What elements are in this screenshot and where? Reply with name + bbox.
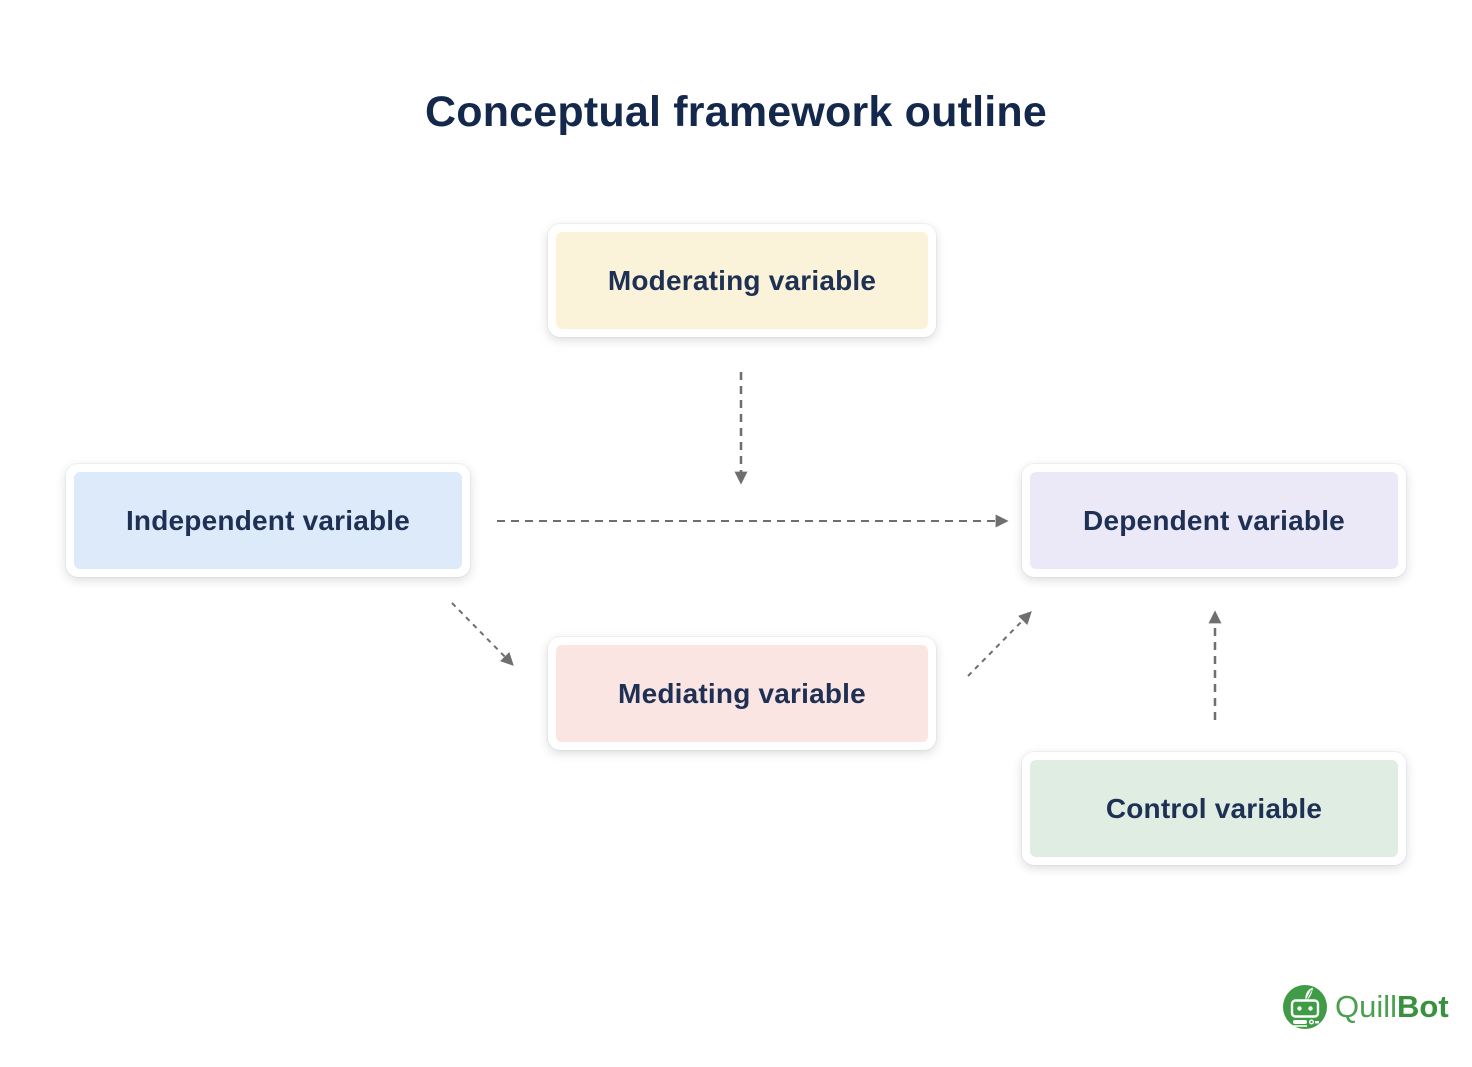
node-dependent-variable: Dependent variable [1022, 464, 1406, 577]
node-control-label: Control variable [1105, 792, 1323, 824]
quillbot-wordmark: QuillBot [1335, 985, 1449, 1029]
node-control-fill: Control variable [1030, 760, 1398, 857]
quillbot-logo: QuillBot [1283, 985, 1449, 1029]
node-dependent-fill: Dependent variable [1030, 472, 1398, 569]
quillbot-robot-icon [1283, 985, 1327, 1029]
page-title: Conceptual framework outline [424, 88, 1048, 136]
node-moderating-label: Moderating variable [607, 264, 877, 296]
node-independent-label: Independent variable [125, 504, 411, 536]
quillbot-wordmark-bot: Bot [1397, 989, 1449, 1024]
node-control-variable: Control variable [1022, 752, 1406, 865]
node-moderating-variable: Moderating variable [548, 224, 936, 337]
node-independent-variable: Independent variable [66, 464, 470, 577]
node-moderating-fill: Moderating variable [556, 232, 928, 329]
node-dependent-label: Dependent variable [1083, 504, 1345, 536]
quillbot-wordmark-quill: Quill [1335, 989, 1398, 1024]
node-independent-fill: Independent variable [74, 472, 462, 569]
node-mediating-fill: Mediating variable [556, 645, 928, 742]
node-mediating-label: Mediating variable [618, 677, 866, 709]
arrow-independent-to-mediating [451, 602, 514, 666]
arrow-mediating-to-dependent [967, 611, 1032, 677]
node-mediating-variable: Mediating variable [548, 637, 936, 750]
